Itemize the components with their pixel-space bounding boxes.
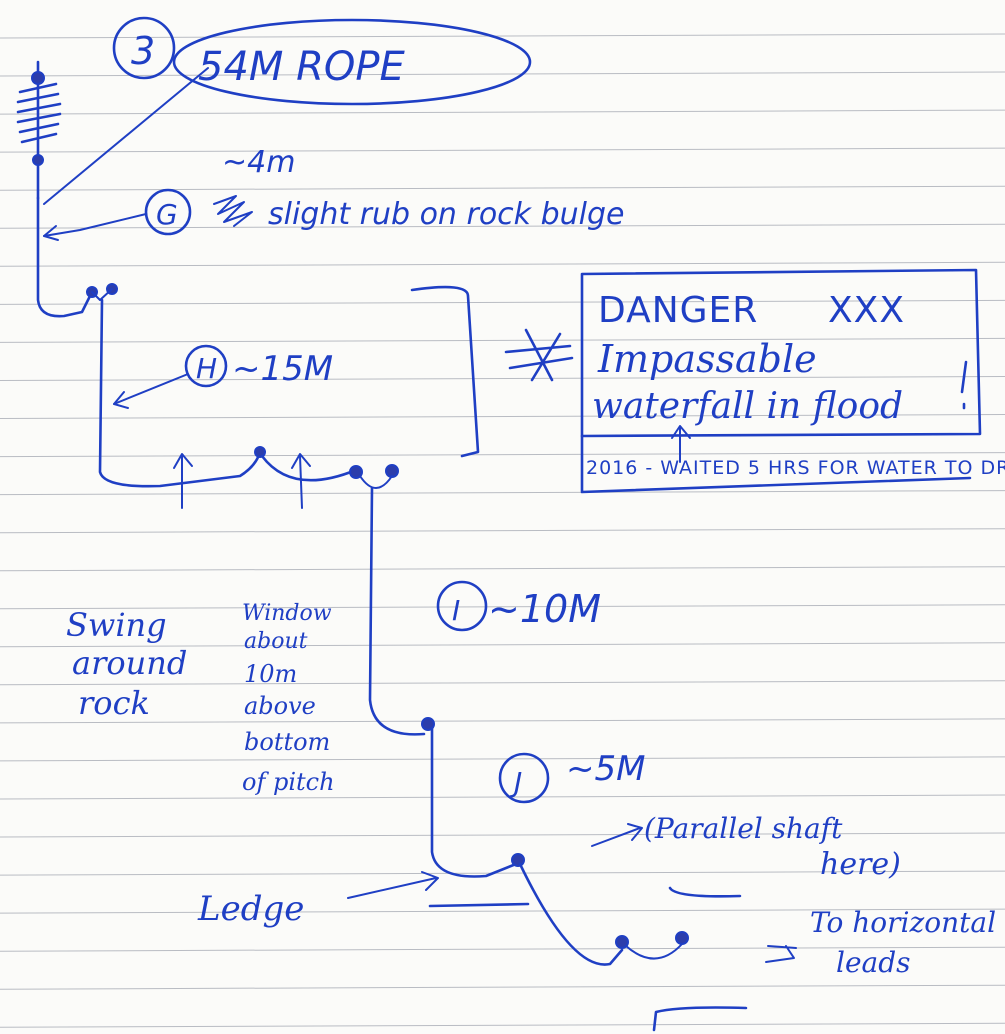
pitch-j-note-1: (Parallel shaft [644,812,843,845]
bottom-note: To horizontal leads [765,906,996,979]
bottom-note-1: To horizontal [810,906,996,939]
pitch-j: J ~5M (Parallel shaft here) [430,726,901,882]
pitch-g-label: G [156,198,178,231]
anchor-ledge-1 [615,935,629,949]
danger-box: DANGER XXX Impassable waterfall in flood… [580,268,1005,494]
ruled-line [0,299,1005,305]
ruled-line [0,414,1005,419]
rope-line-window [260,454,358,482]
ledge-label: Ledge [197,889,304,929]
note-swing: Swing around rock [66,453,193,722]
pitch-i-label: I [452,594,460,627]
arrow-up-icon [173,453,193,509]
ruled-lines [0,33,1005,1028]
ruled-line [0,680,1005,686]
note-window-line-4: above [244,692,316,720]
ruled-line [0,452,1005,458]
pitch-number: 3 [131,29,155,73]
pitch-j-length: ~5M [566,749,645,789]
ruled-line [0,642,1005,648]
ruled-line [0,946,1005,952]
ruled-line [0,794,1005,800]
scribble-mark [213,195,253,227]
note-swing-line-3: rock [78,684,150,722]
ruled-line [0,33,1005,39]
ruled-line [0,1022,1005,1028]
ruled-line [0,109,1005,115]
danger-title: DANGER [598,290,758,331]
ruled-line [0,756,1005,762]
pitch-h: H ~15M [98,285,480,488]
ledge-line-2 [668,886,742,898]
pitch-j-label: J [509,766,522,799]
note-window-line-1: Window [242,601,332,626]
ruled-line [0,718,1005,724]
arrow-right-icon [765,945,797,963]
ruled-line [0,604,1005,610]
rope-line-ledge [518,862,624,966]
ruled-line [0,832,1005,838]
ruled-line [0,490,1005,496]
ruled-line [0,223,1005,229]
ruled-line [0,337,1005,343]
note-window-line-5: bottom [244,728,330,756]
danger-marks: XXX [828,290,905,331]
rope-line-h [98,298,262,488]
arrow-right-icon [347,871,439,899]
rope-line-j [430,726,518,878]
ledge-line-3 [652,1006,748,1032]
exclamation-icon [960,360,968,410]
danger-line-1: Impassable [597,337,817,381]
ruled-line [0,984,1005,990]
danger-footnote: 2016 - WAITED 5 HRS FOR WATER TO DROP [586,457,1005,479]
pitch-g: ~4m G slight rub on rock bulge [43,145,624,241]
rope-line-g [36,196,94,318]
anchor-i-1 [349,465,363,479]
ruled-line [0,376,1005,381]
note-swing-line-2: around [72,644,187,682]
anchor-k [511,853,525,867]
bracket-h [410,285,480,458]
anchor-j [421,717,435,731]
rope-line-i [368,486,426,736]
arrow-up-icon [291,453,311,509]
note-window-line-2: about [244,629,308,654]
ruled-line [0,908,1005,914]
bottom-note-2: leads [836,946,911,979]
ruled-line [0,147,1005,153]
anchor-window [254,446,266,458]
pitch-i: I ~10M [368,486,601,736]
ruled-line [0,185,1005,191]
rope-anchor-icon [16,60,62,200]
rope-title: 54M ROPE [198,44,406,90]
ruled-line [0,870,1005,876]
ruled-line [0,566,1005,572]
arrow-right-icon [591,823,643,847]
note-window-line-3: 10m [244,660,297,688]
danger-asterisk-icon [504,328,574,382]
note-window-line-6: of pitch [242,768,335,796]
danger-line-2: waterfall in flood [592,386,903,427]
pitch-g-length: ~4m [222,145,295,180]
pitch-j-note-2: here) [820,847,901,882]
rope-title-bubble: 3 54M ROPE [43,16,532,205]
ledge: Ledge [197,871,748,1032]
pitch-i-length: ~10M [488,587,601,631]
ruled-line [0,71,1005,77]
pitch-h-label: H [196,352,217,385]
pitch-h-length: ~15M [232,349,333,389]
note-window: Window about 10m above bottom of pitch [242,453,335,796]
arrow-up-icon [671,425,691,463]
ruled-line [0,528,1005,534]
anchor-ledge-2 [675,931,689,945]
note-swing-line-1: Swing [66,606,167,644]
ruled-line [0,261,1005,267]
danger-footnote-box [580,434,972,494]
pitch-g-note: slight rub on rock bulge [268,197,624,232]
ledge-line-1 [428,902,530,908]
